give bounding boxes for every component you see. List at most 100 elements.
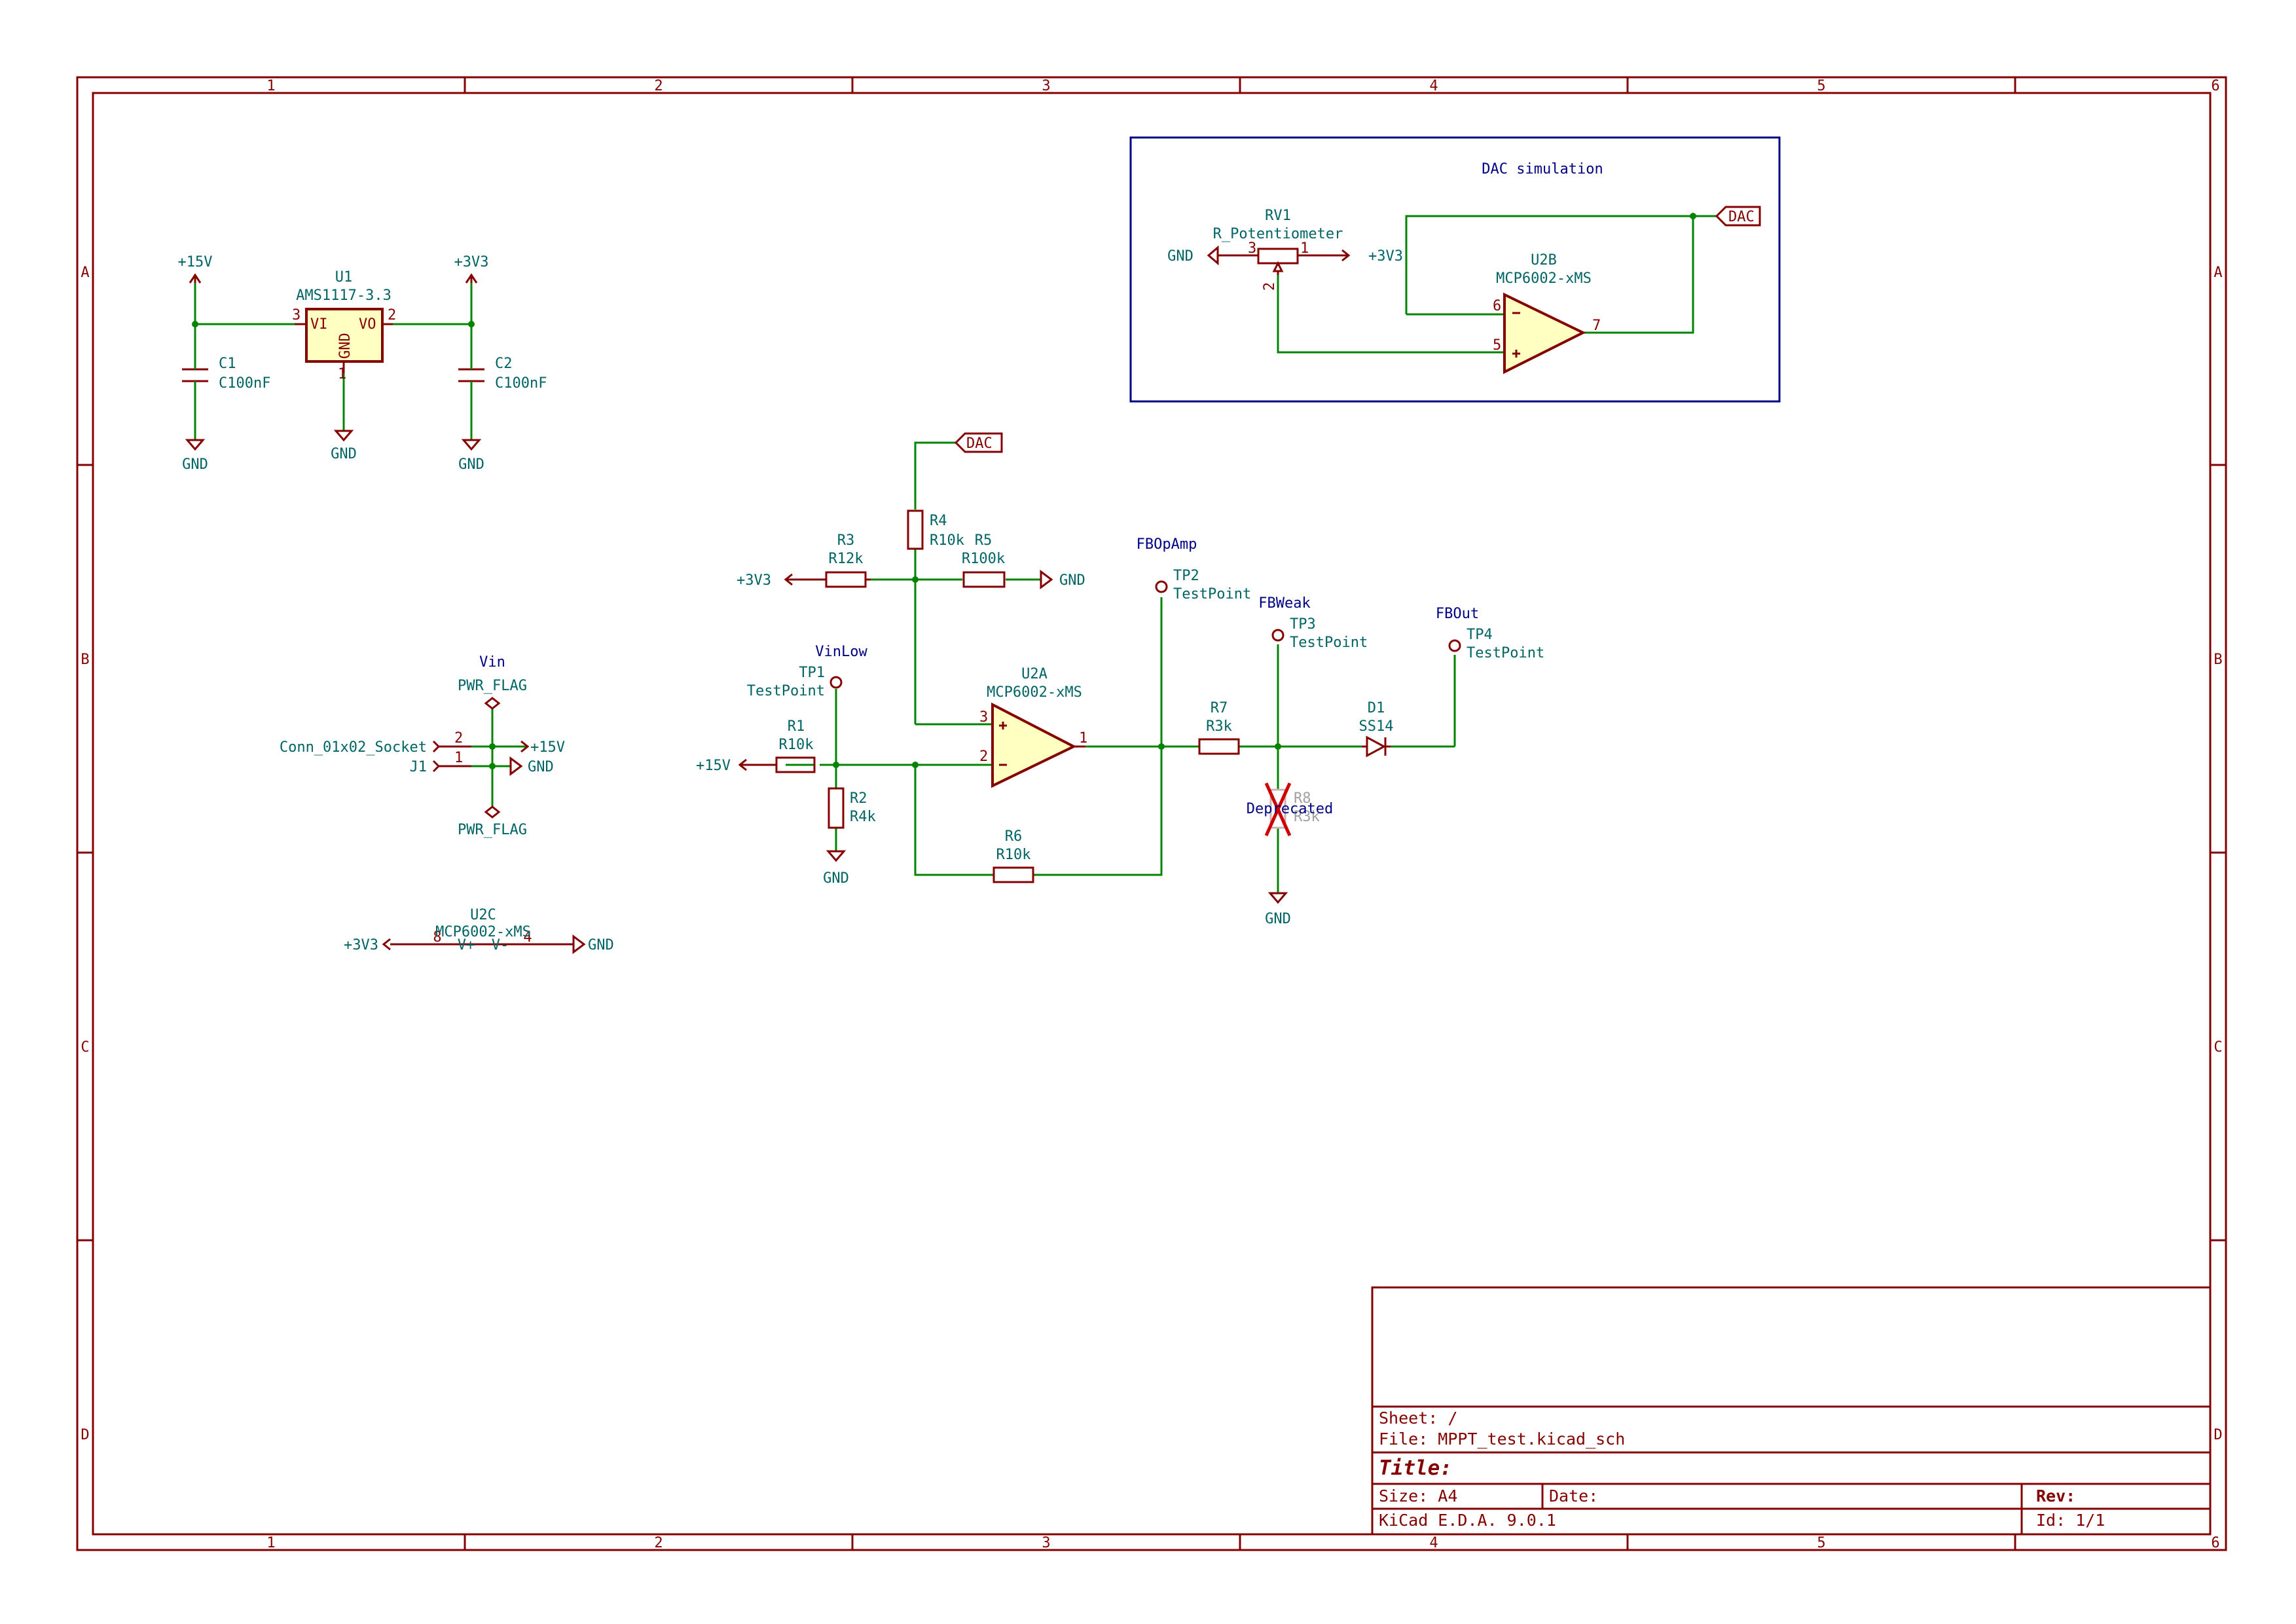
title-block-date: Date: [1549,1486,1598,1505]
svg-text:1: 1 [454,750,463,766]
testpoint-tp3: TP3 TestPoint [1271,616,1368,651]
dac-simulation-title: DAC simulation [1482,161,1603,177]
resistor-r7: R7 R3k [1198,700,1240,755]
col-label-top-3: 3 [1042,78,1050,94]
row-label-right-A: A [2214,265,2222,281]
title-block-title: Title: [1379,1456,1452,1480]
svg-text:GND: GND [588,937,614,953]
title-block-rev: Rev: [2036,1486,2075,1505]
svg-text:GND: GND [823,870,849,887]
gnd-symbol-c2: GND [458,439,484,473]
d1-ref: D1 [1368,700,1385,716]
power-3v3-regulator-out: +3V3 [454,254,488,284]
net-label-vin: Vin [479,654,505,671]
tp2-ref: TP2 [1173,568,1199,584]
diode-d1: D1 SS14 [1359,700,1394,758]
gnd-symbol-r8: GND [1265,892,1291,927]
svg-text:GND: GND [1167,248,1194,265]
title-block: Sheet: / File: MPPT_test.kicad_sch Title… [1371,1286,2212,1536]
svg-text:8: 8 [433,929,441,946]
gnd-symbol-r2: GND [823,850,849,887]
u2a-value: MCP6002-xMS [987,684,1082,701]
d1-value: SS14 [1359,718,1394,735]
r1-value: R10k [779,737,814,753]
gnd-symbol-u2c: GND [572,934,614,954]
r3-value: R12k [829,551,864,567]
c1-value: C100nF [219,375,270,392]
power-15v-j1: +15V [520,739,565,756]
svg-text:+3V3: +3V3 [1368,248,1403,265]
net-label-fbweak: FBWeak [1258,595,1310,612]
svg-text:1: 1 [1300,240,1309,257]
svg-text:GND: GND [182,456,208,473]
svg-text:GND: GND [331,446,357,462]
power-3v3-u2c: +3V3 [344,937,391,953]
c2-value: C100nF [495,375,547,392]
r7-ref: R7 [1211,700,1228,716]
pwr-flag-bottom: PWR_FLAG [458,805,527,838]
r6-ref: R6 [1005,828,1023,845]
col-label-bottom-5: 5 [1817,1535,1825,1551]
svg-text:7: 7 [1592,318,1601,334]
tp1-value: TestPoint [747,683,825,699]
svg-text:1: 1 [1079,730,1087,747]
testpoint-tp2: TP2 TestPoint [1155,568,1251,602]
r8-value: R3k [1294,809,1320,825]
svg-text:5: 5 [1493,337,1501,354]
svg-text:2: 2 [979,748,988,765]
svg-text:DAC: DAC [966,435,993,452]
svg-text:GND: GND [458,456,484,473]
r6-value: R10k [996,847,1031,863]
col-label-top-1: 1 [266,78,275,94]
title-block-file: File: MPPT_test.kicad_sch [1379,1430,1625,1449]
svg-text:+15V: +15V [696,758,731,774]
tp4-ref: TP4 [1467,627,1493,643]
j1-ref: J1 [410,759,428,775]
resistor-r6: R6 R10k [993,828,1034,883]
testpoint-tp1: TP1 TestPoint [747,665,843,699]
svg-text:VO: VO [359,316,376,333]
rv1-value: R_Potentiometer [1213,226,1343,242]
svg-text:3: 3 [1248,240,1256,257]
gnd-symbol-rv1: GND [1167,245,1252,266]
power-3v3-rv1: +3V3 [1304,248,1403,265]
wires [194,215,1717,946]
connector-j1: 2 1 Conn_01x02_Socket J1 [280,730,471,775]
svg-text:+15V: +15V [178,254,213,270]
gnd-symbol-j1: GND [509,756,554,776]
tp3-ref: TP3 [1290,616,1316,633]
j1-value: Conn_01x02_Socket [280,739,427,756]
c1-ref: C1 [219,356,236,372]
title-block-id: Id: 1/1 [2036,1511,2105,1530]
row-label-right-C: C [2214,1039,2222,1056]
row-label-right-D: D [2214,1427,2222,1443]
power-15v-r1: +15V [696,758,776,774]
u2a-ref: U2A [1021,666,1048,682]
row-label-right-B: B [2214,652,2222,668]
svg-text:2: 2 [388,307,396,323]
row-label-left-D: D [81,1427,89,1443]
col-label-top-4: 4 [1429,78,1438,94]
junctions [192,213,1696,769]
svg-text:2: 2 [1262,282,1278,291]
resistor-r8-dnp: R8 R3k [1264,782,1320,837]
title-block-tool: KiCad E.D.A. 9.0.1 [1379,1511,1556,1530]
svg-text:4: 4 [523,929,532,946]
net-label-fbopamp: FBOpAmp [1137,536,1197,553]
svg-text:2: 2 [454,730,463,747]
gnd-symbol-u1: GND [331,430,357,462]
r2-ref: R2 [850,790,867,807]
opamp-u2b: 6 5 7 U2B MCP6002-xMS [1493,252,1601,375]
r5-value: R100k [962,551,1005,567]
col-label-bottom-6: 6 [2211,1535,2219,1551]
r1-ref: R1 [788,718,805,735]
svg-text:GND: GND [528,759,554,775]
tp4-value: TestPoint [1467,645,1544,661]
power-3v3-r3: +3V3 [737,572,826,589]
col-label-bottom-3: 3 [1042,1535,1050,1551]
capacitor-c2: C2 C100nF [458,356,547,393]
col-label-top-2: 2 [654,78,663,94]
row-label-left-C: C [81,1039,89,1056]
resistor-r4: R4 R10k [907,509,964,550]
